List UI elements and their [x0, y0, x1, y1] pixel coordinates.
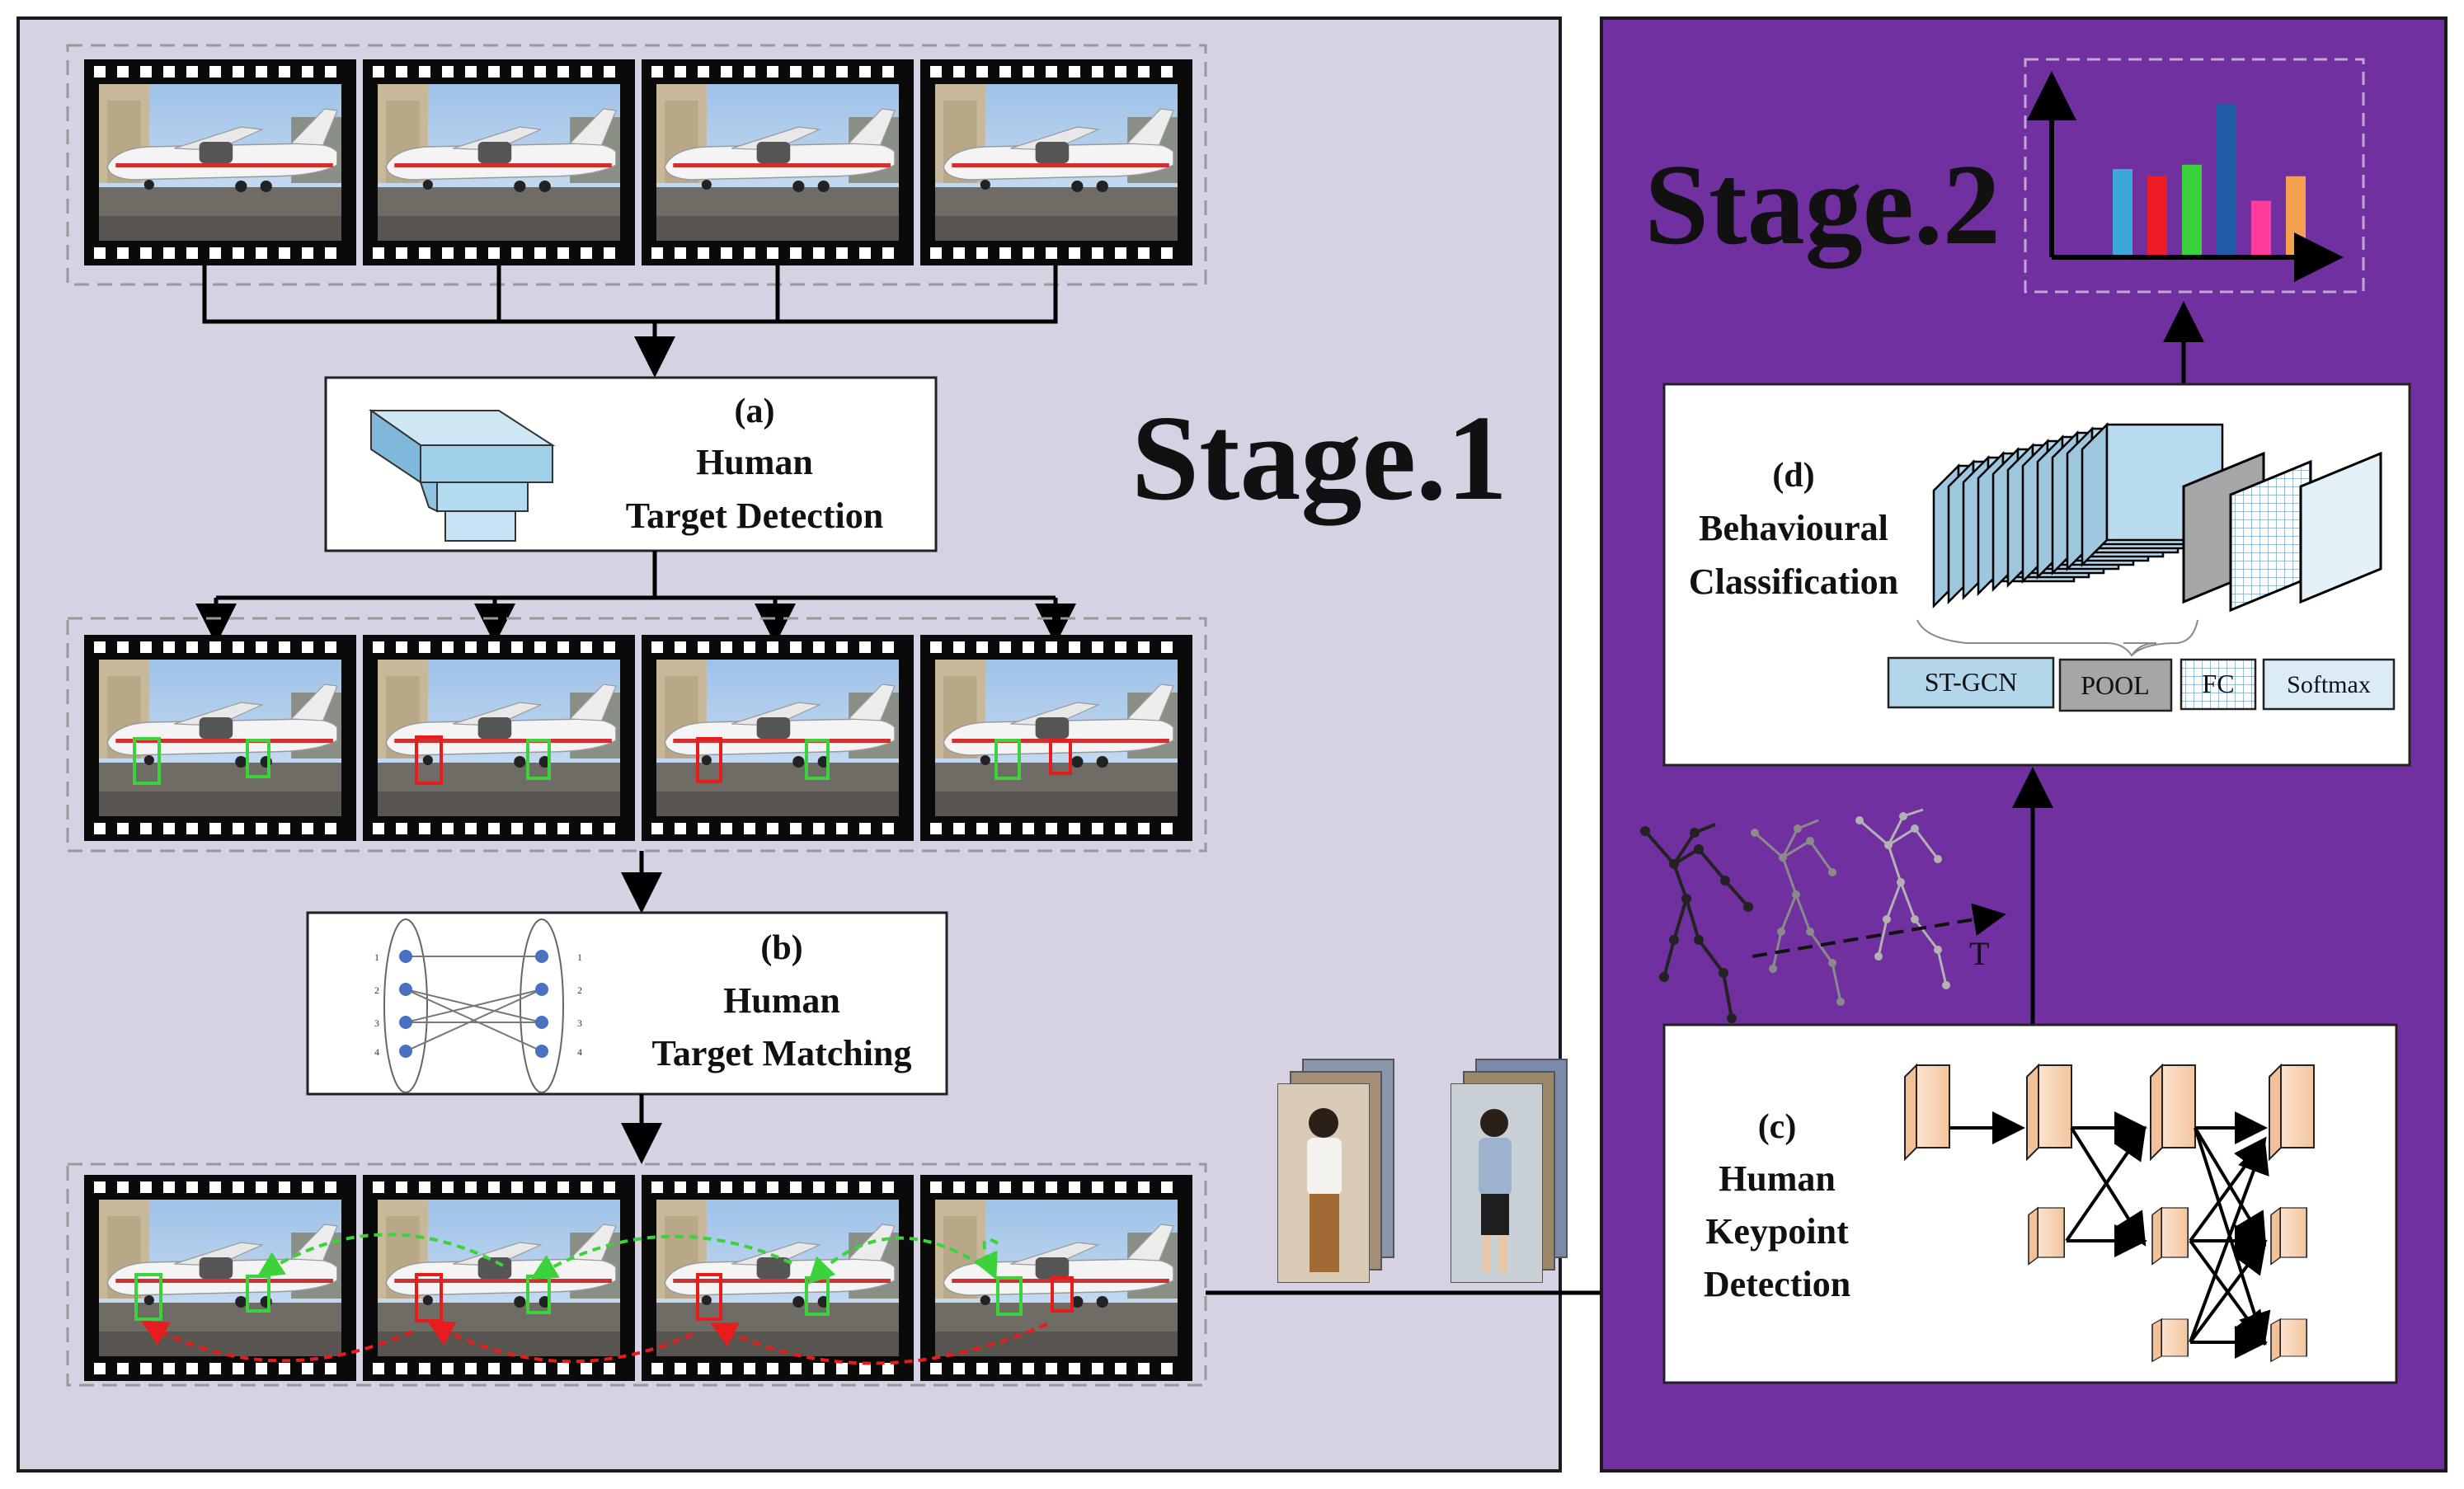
- layer-label-softmax-text: Softmax: [2287, 671, 2371, 698]
- layer-label-fc-text: FC: [2202, 669, 2234, 698]
- st-gcn-brace: [1916, 619, 2198, 657]
- chart-bar: [2147, 176, 2167, 256]
- skeleton-sequence: T: [1640, 808, 2006, 1023]
- chart-bar: [2113, 169, 2132, 256]
- match-left-number: 1: [374, 951, 379, 963]
- film-frame: [920, 59, 1192, 265]
- layer-label-st-gcn: [1887, 656, 2055, 709]
- film-frame: [363, 59, 635, 265]
- match-right-number: 1: [577, 951, 582, 963]
- stage2-title: Stage.2: [1644, 141, 2001, 269]
- filmstrip-detected: [66, 617, 1207, 853]
- chart-bar: [2286, 176, 2306, 256]
- filmstrip-input: [66, 44, 1207, 286]
- softmax-layer-icon: [2299, 451, 2382, 604]
- match-left-number: 4: [374, 1046, 379, 1058]
- detector-blocks-icon: [368, 409, 556, 542]
- filmstrip-tracked: [66, 1163, 1207, 1387]
- match-left-number: 3: [374, 1017, 379, 1029]
- match-left-number: 2: [374, 984, 379, 996]
- film-frame: [642, 59, 914, 265]
- film-frame: [84, 635, 356, 841]
- chart-frame: [2024, 58, 2365, 294]
- module-a-line1: Human: [696, 442, 813, 482]
- film-frame: [920, 635, 1192, 841]
- bipartite-matching-icon: 1 2 3 4 1 2 3 4: [374, 918, 582, 1093]
- stage1-title: Stage.1: [1131, 391, 1507, 526]
- match-right-number: 3: [577, 1017, 582, 1029]
- layer-label-fc: [2180, 658, 2257, 711]
- module-c-line1: Human: [1719, 1158, 1836, 1199]
- detection-boxes: [133, 735, 1072, 785]
- module-a-human-target-detection: (a) Human Target Detection: [324, 376, 938, 552]
- module-d-line1: Behavioural: [1699, 508, 1888, 548]
- output-bar-chart: [2024, 58, 2365, 294]
- film-frame: [84, 59, 356, 265]
- tracking-boxes: [134, 1273, 1074, 1322]
- chart-bar: [2217, 104, 2236, 256]
- layer-label-st-gcn-text: ST-GCN: [1925, 667, 2018, 697]
- time-axis-label: T: [1969, 935, 1989, 972]
- module-c-tag: (c): [1758, 1108, 1797, 1146]
- person-crops-stack: [1277, 1059, 1568, 1283]
- match-right-number: 2: [577, 984, 582, 996]
- layer-label-pool: [2058, 658, 2173, 712]
- module-d-line2: Classification: [1689, 561, 1898, 602]
- module-a-line2: Target Detection: [626, 496, 883, 536]
- module-d-tag: (d): [1772, 457, 1814, 495]
- tracking-arrows: [140, 1233, 1048, 1365]
- chart-bar: [2182, 164, 2202, 256]
- module-c-line2: Keypoint: [1705, 1211, 1849, 1252]
- film-frame: [84, 1175, 356, 1381]
- module-c-human-keypoint-detection: (c) Human Keypoint Detection: [1662, 1023, 2398, 1384]
- film-frame: [642, 635, 914, 841]
- match-right-number: 4: [577, 1046, 582, 1058]
- connector: [202, 265, 1058, 378]
- layer-label-pool-text: POOL: [2081, 670, 2150, 700]
- film-frame: [642, 1175, 914, 1381]
- module-b-tag: (b): [760, 929, 802, 967]
- time-axis-arrow: [1752, 903, 2006, 958]
- module-b-line2: Target Matching: [652, 1033, 912, 1073]
- module-c-line3: Detection: [1704, 1264, 1850, 1304]
- module-b-line1: Human: [723, 980, 840, 1021]
- film-frame: [363, 635, 635, 841]
- layer-label-softmax: [2262, 658, 2396, 711]
- chart-bar: [2251, 200, 2271, 256]
- module-b-human-target-matching: 1 2 3 4 1 2 3 4 (b) Human Target Matchin…: [306, 911, 948, 1096]
- module-d-behavioural-classification: (d) Behavioural Classification: [1662, 383, 2411, 767]
- module-a-tag: (a): [735, 392, 775, 430]
- hrnet-diagram-icon: [1904, 1064, 2315, 1363]
